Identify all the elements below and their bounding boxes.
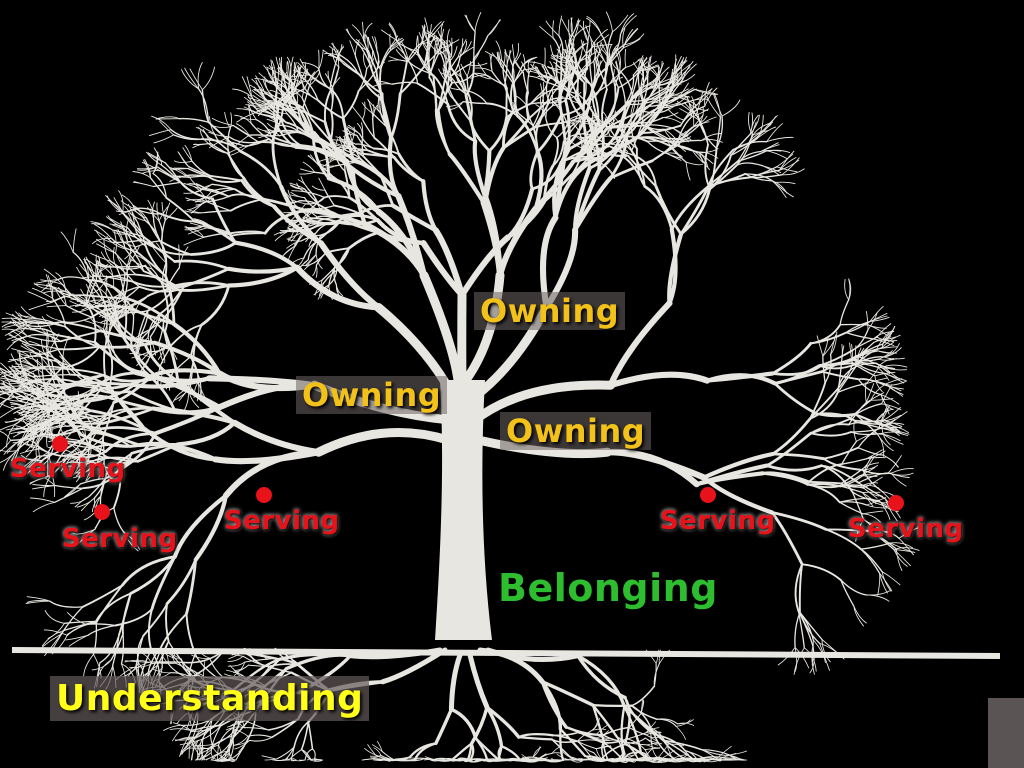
serving-label-4: Serving [660,506,776,536]
owning-label-right: Owning [500,412,652,450]
serving-dot-1 [52,436,68,452]
owning-label-left: Owning [296,376,448,414]
corner-block [988,698,1024,768]
serving-dot-5 [888,495,904,511]
ground-line [11,647,1001,659]
serving-label-3: Serving [224,506,340,536]
serving-dot-3 [256,487,272,503]
serving-label-2: Serving [62,524,178,554]
understanding-label: Understanding [50,676,370,721]
belonging-label: Belonging [498,566,718,610]
serving-label-1: Serving [10,454,126,484]
serving-dot-4 [700,487,716,503]
serving-label-5: Serving [848,514,964,544]
serving-dot-2 [94,504,110,520]
owning-label-top: Owning [474,292,626,330]
tree-canopy [0,11,920,705]
tree-trunk [435,380,492,640]
